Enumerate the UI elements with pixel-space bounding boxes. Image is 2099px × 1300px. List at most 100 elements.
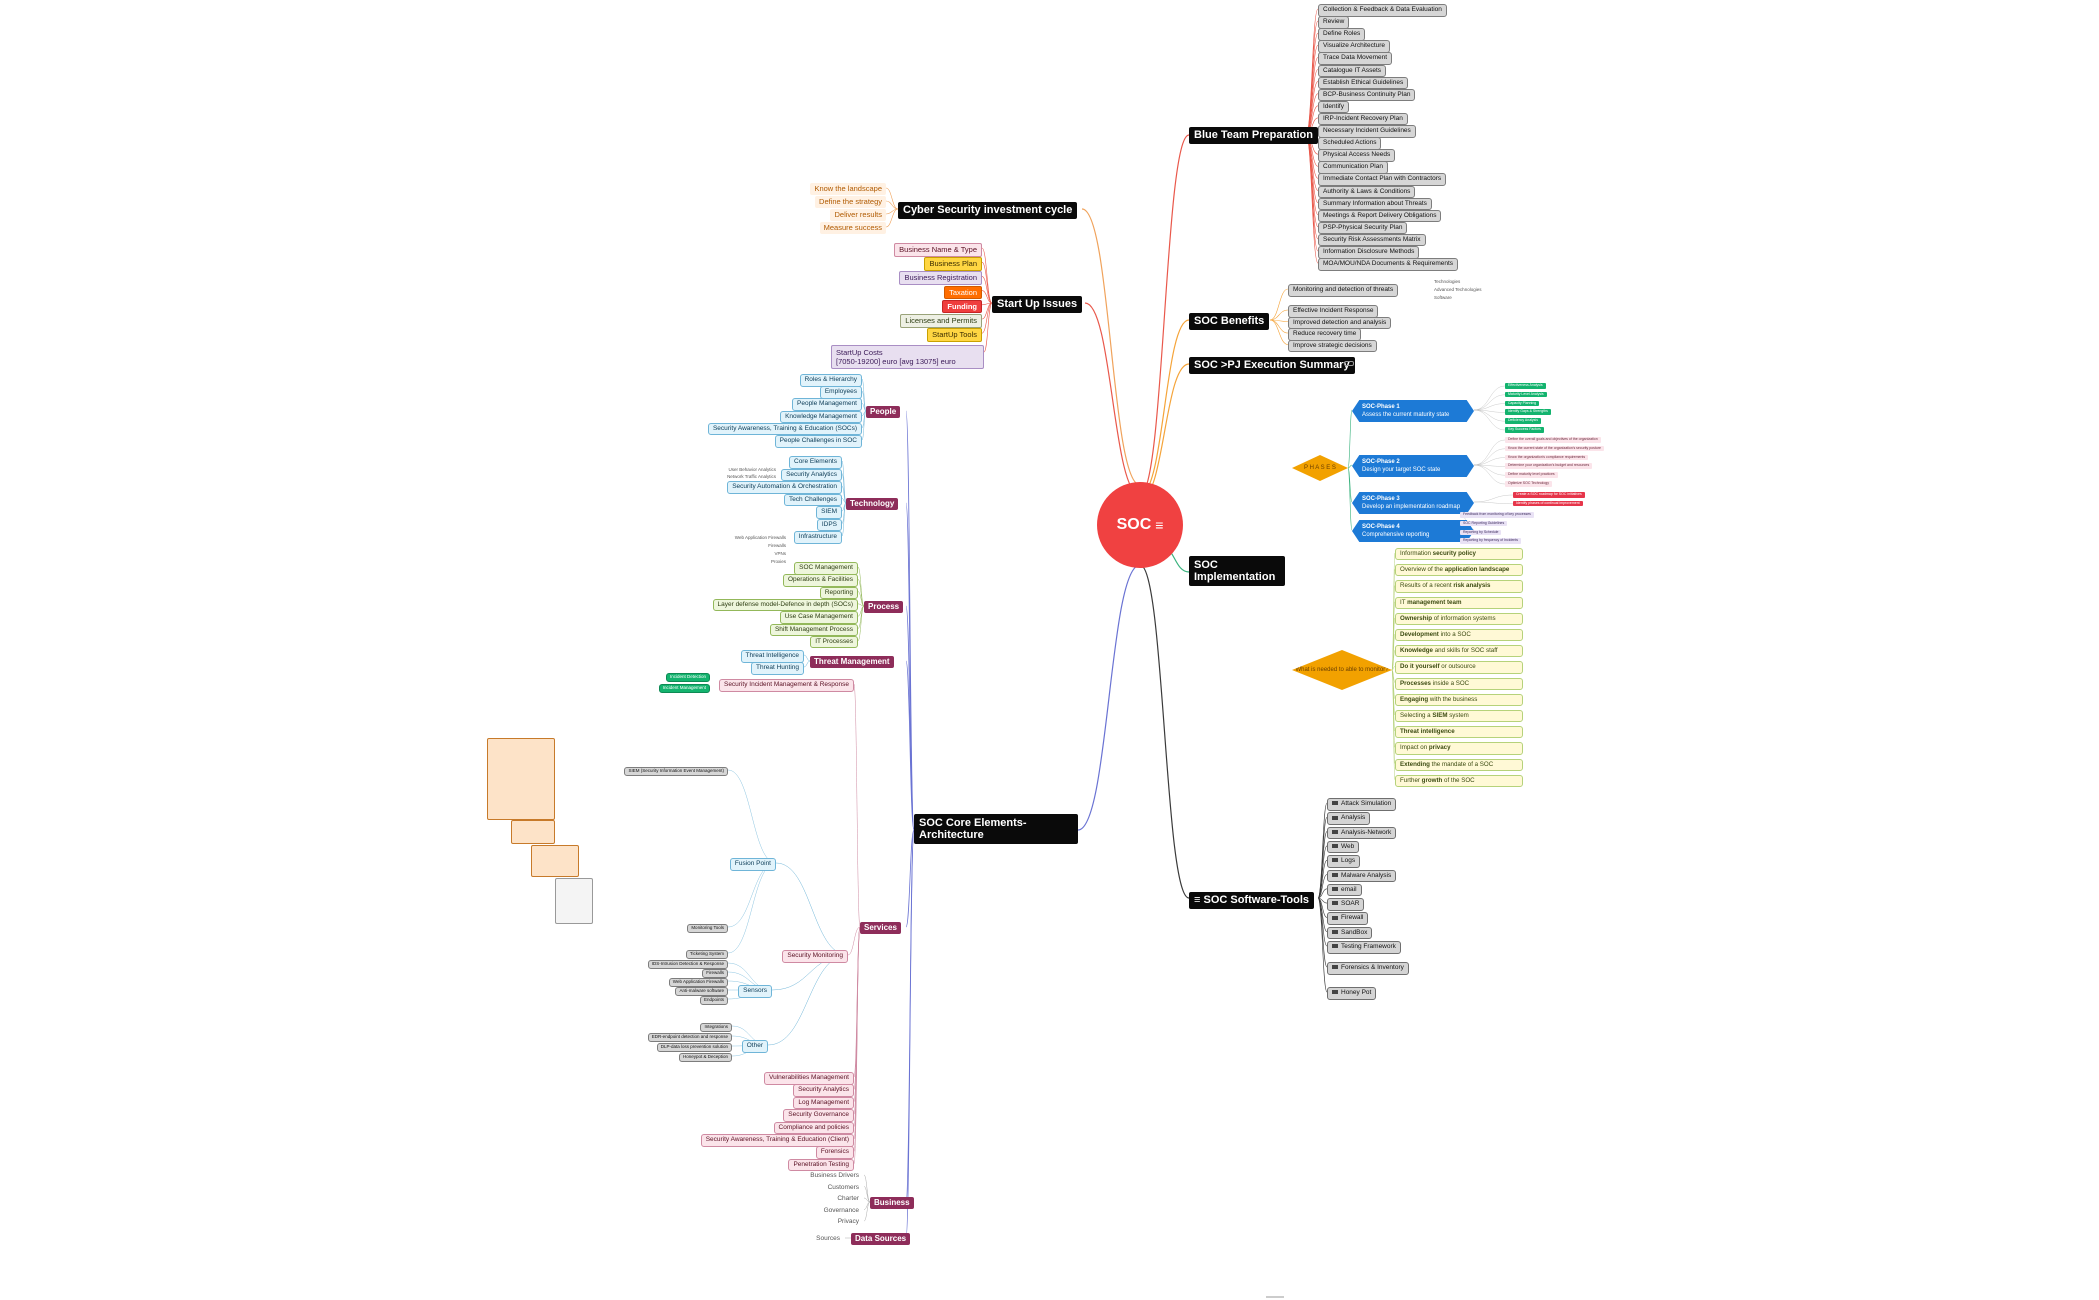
item-knowledge-management[interactable]: Knowledge Management: [780, 410, 862, 424]
software-tool-honey-pot[interactable]: Honey Pot: [1327, 987, 1377, 1000]
subtopic-technology[interactable]: Technology: [846, 498, 899, 510]
software-tool-testing-framework[interactable]: Testing Framework: [1327, 941, 1401, 954]
infrastructure-note[interactable]: Proxies: [770, 559, 786, 564]
sensor-note[interactable]: Firewalls: [702, 969, 728, 978]
blue-team-item-visualize-architecture[interactable]: Visualize Architecture: [1318, 40, 1391, 53]
software-tool-attack-simulation[interactable]: Attack Simulation: [1327, 798, 1397, 811]
item-siem[interactable]: SIEM: [816, 506, 842, 519]
item-security-awareness-training-education-client[interactable]: Security Awareness, Training & Education…: [700, 1134, 854, 1147]
siem-note[interactable]: Ticketing System: [685, 950, 728, 959]
phase-1-note[interactable]: Deficiency Analysis: [1505, 418, 1541, 424]
benefit-item-monitoring-and-detection-of-threats[interactable]: Monitoring and detection of threats: [1288, 284, 1399, 297]
item-tech-challenges[interactable]: Tech Challenges: [783, 493, 842, 506]
sensor-note[interactable]: Endpoints: [699, 996, 728, 1005]
item-roles-hierarchy[interactable]: Roles & Hierarchy: [799, 374, 862, 387]
infrastructure-note[interactable]: Web Application Firewalls: [734, 535, 786, 540]
other-note[interactable]: EDR-endpoint detection and response: [647, 1033, 732, 1042]
monitoring-need-item[interactable]: Extending the mandate of a SOC: [1395, 758, 1523, 771]
other-note[interactable]: DLP-data loss prevention solution: [656, 1043, 732, 1052]
software-tool-sandbox[interactable]: SandBox: [1327, 926, 1373, 940]
siem-note[interactable]: Monitoring Tools: [687, 924, 728, 933]
benefit-tech-advanced-technologies[interactable]: Advanced Technologies: [1434, 287, 1482, 292]
software-tool-malware-analysis[interactable]: Malware Analysis: [1327, 869, 1397, 882]
sensor-note[interactable]: Web Application Firewalls: [668, 978, 728, 987]
subtopic-threat-management[interactable]: Threat Management: [810, 656, 894, 668]
item-penetration-testing[interactable]: Penetration Testing: [788, 1158, 854, 1172]
item-governance[interactable]: Governance: [823, 1206, 859, 1214]
subtopic-people[interactable]: People: [866, 406, 901, 418]
analytics-note[interactable]: User Behavior Analytics: [728, 467, 776, 472]
item-employees[interactable]: Employees: [819, 386, 862, 399]
software-tool-soar[interactable]: SOAR: [1327, 898, 1365, 911]
phase-2-note[interactable]: Optimize SOC Technology: [1505, 481, 1552, 487]
startup-costs[interactable]: StartUp Costs [7050-19200] euro [avg 130…: [831, 345, 984, 369]
blue-team-item-catalogue-it-assets[interactable]: Catalogue IT Assets: [1318, 64, 1387, 77]
blue-team-item-communication-plan[interactable]: Communication Plan: [1318, 161, 1388, 174]
blue-team-item-physical-access-needs[interactable]: Physical Access Needs: [1318, 149, 1396, 162]
monitoring-need-item[interactable]: Processes inside a SOC: [1395, 677, 1523, 690]
sensor-note[interactable]: Anti-malware software: [675, 987, 728, 996]
item-log-management[interactable]: Log Management: [793, 1096, 854, 1110]
monitoring-need-item[interactable]: Threat intelligence: [1395, 726, 1523, 739]
services-fusion-point[interactable]: Fusion Point: [729, 858, 776, 871]
startup-item-business-registration[interactable]: Business Registration: [899, 271, 982, 285]
software-tool-email[interactable]: email: [1327, 883, 1362, 897]
software-tool-analysis-network[interactable]: Analysis-Network: [1327, 826, 1397, 840]
phase-4-note[interactable]: Reporting by frequency of Incidents: [1460, 538, 1522, 544]
blue-team-item-necessary-incident-guidelines[interactable]: Necessary Incident Guidelines: [1318, 125, 1416, 138]
benefit-item-reduce-recovery-time[interactable]: Reduce recovery time: [1288, 328, 1362, 341]
topic-soc-core-elements-architecture[interactable]: SOC Core Elements-Architecture: [914, 814, 1078, 844]
monitoring-need-item[interactable]: Do it yourself or outsource: [1395, 661, 1523, 674]
siem-note[interactable]: SIEM (Security Information Event Managem…: [624, 767, 728, 776]
central-topic-soc[interactable]: SOC ≡: [1097, 482, 1183, 568]
topic-cyber-security-investment-cycle[interactable]: Cyber Security investment cycle: [898, 202, 1078, 219]
investment-item-know-the-landscape[interactable]: Know the landscape: [810, 183, 886, 195]
phase-2-note[interactable]: Define maturity level practices: [1505, 472, 1558, 478]
item-infrastructure[interactable]: Infrastructure: [793, 531, 842, 544]
blue-team-item-identify[interactable]: Identify: [1318, 100, 1349, 114]
startup-item-startup-tools[interactable]: StartUp Tools: [927, 328, 982, 342]
blue-team-item-psp-physical-security-plan[interactable]: PSP-Physical Security Plan: [1318, 221, 1408, 235]
phase-2-note[interactable]: Know the organization's compliance requi…: [1505, 454, 1589, 461]
monitoring-need-item[interactable]: Knowledge and skills for SOC staff: [1395, 645, 1523, 658]
blue-team-item-establish-ethical-guidelines[interactable]: Establish Ethical Guidelines: [1318, 76, 1409, 90]
phase-1-note[interactable]: Maturity Level Analysis: [1505, 391, 1547, 398]
blue-team-item-scheduled-actions[interactable]: Scheduled Actions: [1318, 137, 1382, 150]
item-customers[interactable]: Customers: [827, 1183, 859, 1191]
item-operations-facilities[interactable]: Operations & Facilities: [782, 574, 858, 587]
monitoring-need-item[interactable]: Engaging with the business: [1395, 693, 1523, 706]
phase-4-note[interactable]: Reporting by Schedule: [1460, 529, 1502, 536]
phase-3-note[interactable]: Create a SOC roadmap for SOC initiatives: [1513, 492, 1585, 498]
phase-1-note[interactable]: Identify Gaps & Strengths: [1505, 409, 1551, 415]
item-shift-management-process[interactable]: Shift Management Process: [769, 623, 858, 636]
analytics-note[interactable]: Network Traffic Analytics: [727, 474, 776, 479]
topic-soc-software-tools[interactable]: ≡ SOC Software-Tools: [1189, 892, 1315, 909]
phase-1-note[interactable]: Capacity Planning: [1505, 400, 1540, 407]
blue-team-item-irp-incident-recovery-plan[interactable]: IRP-Incident Recovery Plan: [1318, 112, 1408, 126]
sensor-note[interactable]: IDS-Intrusion Detection & Response: [647, 960, 728, 969]
item-security-governance[interactable]: Security Governance: [783, 1109, 854, 1122]
software-tool-firewall[interactable]: Firewall: [1327, 912, 1369, 925]
blue-team-item-security-risk-assessments-matrix[interactable]: Security Risk Assessments Matrix: [1318, 233, 1426, 247]
startup-item-business-plan[interactable]: Business Plan: [924, 257, 982, 271]
topic-start-up-issues[interactable]: Start Up Issues: [992, 296, 1083, 313]
other-note[interactable]: Integrations: [700, 1023, 732, 1032]
topic-soc-implementation[interactable]: SOC Implementation: [1189, 556, 1285, 586]
blue-team-item-information-disclosure-methods[interactable]: Information Disclosure Methods: [1318, 246, 1420, 259]
services-incident-management[interactable]: Security Incident Management & Response: [718, 679, 854, 692]
phase-2-note[interactable]: Define the overall goals and objectives …: [1505, 437, 1601, 443]
item-forensics[interactable]: Forensics: [815, 1146, 854, 1159]
item-security-analytics[interactable]: Security Analytics: [781, 468, 842, 481]
phase-2-note[interactable]: Determine your organization's budget and…: [1505, 463, 1593, 469]
monitoring-need-item[interactable]: Development into a SOC: [1395, 629, 1523, 642]
phase-3-note[interactable]: Identify phases of continual improvement: [1513, 500, 1583, 507]
phase-4-note[interactable]: SOC Reporting Guidelines: [1460, 520, 1508, 527]
blue-team-item-authority-laws-conditions[interactable]: Authority & Laws & Conditions: [1318, 185, 1416, 198]
services-other[interactable]: Other: [741, 1040, 768, 1053]
investment-item-measure-success[interactable]: Measure success: [819, 222, 886, 234]
